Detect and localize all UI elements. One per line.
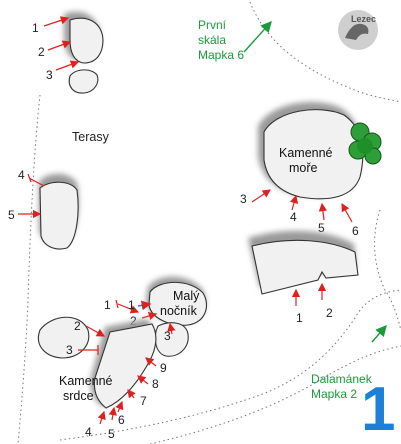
area-label-terasy: Terasy (72, 130, 110, 144)
link-prvni-line1: První (198, 18, 227, 32)
link-dalamanek-line2: Mapka 2 (311, 387, 357, 401)
svg-text:Malý nočník: Malý nočník (160, 289, 203, 318)
trail-right (374, 209, 401, 331)
trail-top (249, 1, 401, 103)
route-label: 5 (318, 221, 325, 235)
rock-name-maly-nocnik-1: Malý (173, 289, 200, 303)
route-label: 2 (74, 319, 81, 333)
route-label: 2 (130, 314, 137, 328)
route-label: 1 (104, 298, 111, 312)
trail-left (17, 94, 41, 444)
rock-name-kamenne-srdce-1: Kamenné (59, 374, 113, 388)
link-prvni-arrow-icon[interactable] (243, 20, 272, 53)
svg-text:Dalamánek Mapka 2: Dalamánek Mapka 2 (311, 372, 375, 401)
route-label: 4 (85, 425, 92, 439)
route-label: 4 (290, 210, 297, 224)
rock-kamenne-more (263, 109, 364, 200)
route-label: 7 (140, 394, 147, 408)
rock-name-kamenne-more-1: Kamenné (279, 146, 333, 160)
route-label: 9 (160, 361, 167, 375)
route-label: 5 (8, 208, 15, 222)
route-label: 1 (32, 21, 39, 35)
route-label: 2 (326, 306, 333, 320)
route-label: 4 (18, 168, 25, 182)
link-prvni-line3: Mapka 6 (198, 48, 244, 62)
route-label: 3 (240, 192, 247, 206)
route-label: 1 (296, 311, 303, 325)
route-label: 3 (46, 68, 53, 82)
route-label: 8 (152, 377, 159, 391)
rock-maly-nocnik-lower (154, 322, 189, 357)
route-label: 6 (352, 224, 359, 238)
route-label: 6 (118, 413, 125, 427)
rock-left (39, 181, 79, 250)
rock-top-small (68, 69, 99, 94)
rock-small-left (38, 316, 90, 359)
svg-text:Kamenné srdce: Kamenné srdce (59, 374, 116, 403)
lezec-logo: Lezec (338, 10, 378, 50)
route-label: 2 (38, 45, 45, 59)
route-label: 1 (128, 298, 135, 312)
rock-top (69, 17, 104, 64)
link-prvni-line2: skála (198, 33, 226, 47)
rock-name-kamenne-srdce-2: srdce (63, 389, 94, 403)
rock-name-kamenne-more-2: moře (289, 161, 318, 175)
route-label: 3 (164, 329, 171, 343)
rock-name-maly-nocnik-2: nočník (160, 304, 198, 318)
link-dalamanek-arrow-icon[interactable] (371, 324, 387, 343)
svg-text:Kamenné moře: Kamenné moře (279, 146, 336, 175)
svg-text:První skála Mapka 6: První skála Mapka 6 (198, 18, 244, 62)
rock-right (251, 239, 359, 295)
logo-text: Lezec (351, 14, 376, 24)
link-dalamanek-line1: Dalamánek (311, 372, 373, 386)
map-number: 1 (361, 375, 395, 444)
route-label: 5 (108, 427, 115, 441)
route-label: 3 (66, 343, 73, 357)
tree-icon (348, 122, 382, 165)
rock-maly-nocnik (148, 281, 207, 326)
